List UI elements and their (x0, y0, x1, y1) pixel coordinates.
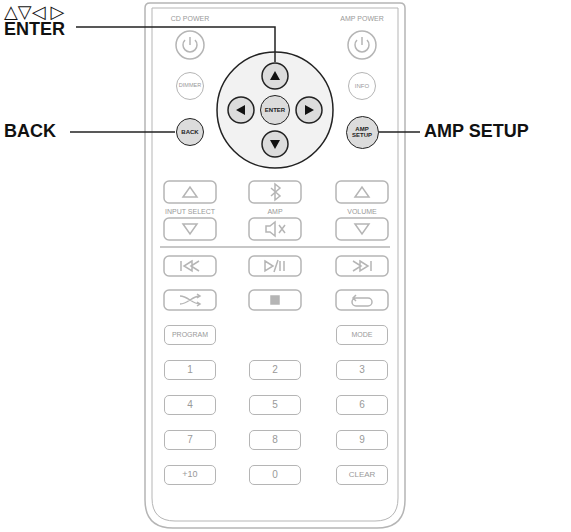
power-icon (355, 37, 369, 52)
dimmer-button: DIMMER (176, 72, 204, 100)
play-pause-icon (265, 260, 284, 272)
button-label: 0 (272, 470, 278, 481)
prev-icon (181, 261, 199, 271)
button-label: DIMMER (179, 83, 201, 89)
random-button (164, 290, 216, 310)
button-label: CLEAR (349, 471, 376, 479)
play-button (249, 256, 301, 276)
button-label: INFO (355, 83, 369, 89)
random-icon (180, 294, 200, 306)
button-label: BACK (181, 129, 198, 135)
power-button (176, 31, 204, 59)
number-button: 9 (336, 430, 388, 450)
volume-down-button (336, 218, 388, 240)
button-label: 6 (359, 400, 365, 411)
next-button (336, 256, 388, 276)
separator-line (160, 246, 390, 248)
button-label: 7 (187, 435, 193, 446)
callout-label: AMP SETUP (424, 121, 529, 142)
button-label: 4 (187, 400, 193, 411)
power-icon (183, 37, 197, 52)
bluetooth-button (249, 181, 301, 203)
leader-line (377, 131, 420, 133)
printed-label: INPUT SELECT (164, 208, 216, 215)
volume-up-button (336, 181, 388, 203)
button-label: 3 (359, 365, 365, 376)
number-button: 0 (249, 465, 301, 485)
button-label: 8 (272, 435, 278, 446)
repeat-icon (352, 295, 372, 306)
button-label: +10 (182, 470, 197, 479)
pad-ring (217, 52, 333, 168)
number-button: 8 (249, 430, 301, 450)
button-label: 2 (272, 365, 278, 376)
number-button: 5 (249, 395, 301, 415)
bluetooth-icon (271, 184, 280, 200)
printed-label: AMP (266, 208, 283, 215)
back-button: BACK (176, 118, 204, 146)
power-button (348, 31, 376, 59)
button-label: PROGRAM (172, 331, 208, 338)
amp-setup-button: AMP SETUP (346, 116, 379, 149)
printed-label: VOLUME (346, 208, 378, 215)
info-button: INFO (348, 72, 376, 100)
pad-arrows (236, 71, 314, 149)
mute-icon (266, 222, 285, 236)
number-button: 7 (164, 430, 216, 450)
number-button: 2 (249, 360, 301, 380)
number-button: 6 (336, 395, 388, 415)
leader-line (70, 131, 175, 133)
cross-key-pad (217, 52, 333, 168)
mode-button: MODE (336, 325, 388, 345)
input-up-button (164, 181, 216, 203)
input-down-button (164, 218, 216, 240)
callout-label: BACK (4, 121, 56, 142)
button-label: 1 (187, 365, 193, 376)
program-button: PROGRAM (164, 325, 216, 345)
number-button: 1 (164, 360, 216, 380)
remote-body (145, 3, 405, 528)
printed-label: AMP POWER (339, 15, 384, 22)
clear-button: CLEAR (336, 465, 388, 485)
number-button: 4 (164, 395, 216, 415)
number-button: 3 (336, 360, 388, 380)
repeat-button (336, 290, 388, 310)
leader-line (76, 27, 275, 62)
button-label: MODE (352, 331, 373, 338)
remote-inner-edge (152, 8, 398, 521)
stop-icon (271, 296, 279, 304)
prev-button (164, 256, 216, 276)
button-label: AMP SETUP (347, 126, 378, 139)
button-label: 9 (359, 435, 365, 446)
button-label: ENTER (265, 107, 285, 113)
stop-button (249, 290, 301, 310)
next-icon (353, 261, 371, 271)
button-label: 5 (272, 400, 278, 411)
callout-label: ENTER (4, 19, 65, 40)
enter-button: ENTER (260, 95, 290, 125)
number-button: +10 (164, 465, 216, 485)
printed-label: CD POWER (170, 15, 211, 22)
mute-button (249, 218, 301, 240)
